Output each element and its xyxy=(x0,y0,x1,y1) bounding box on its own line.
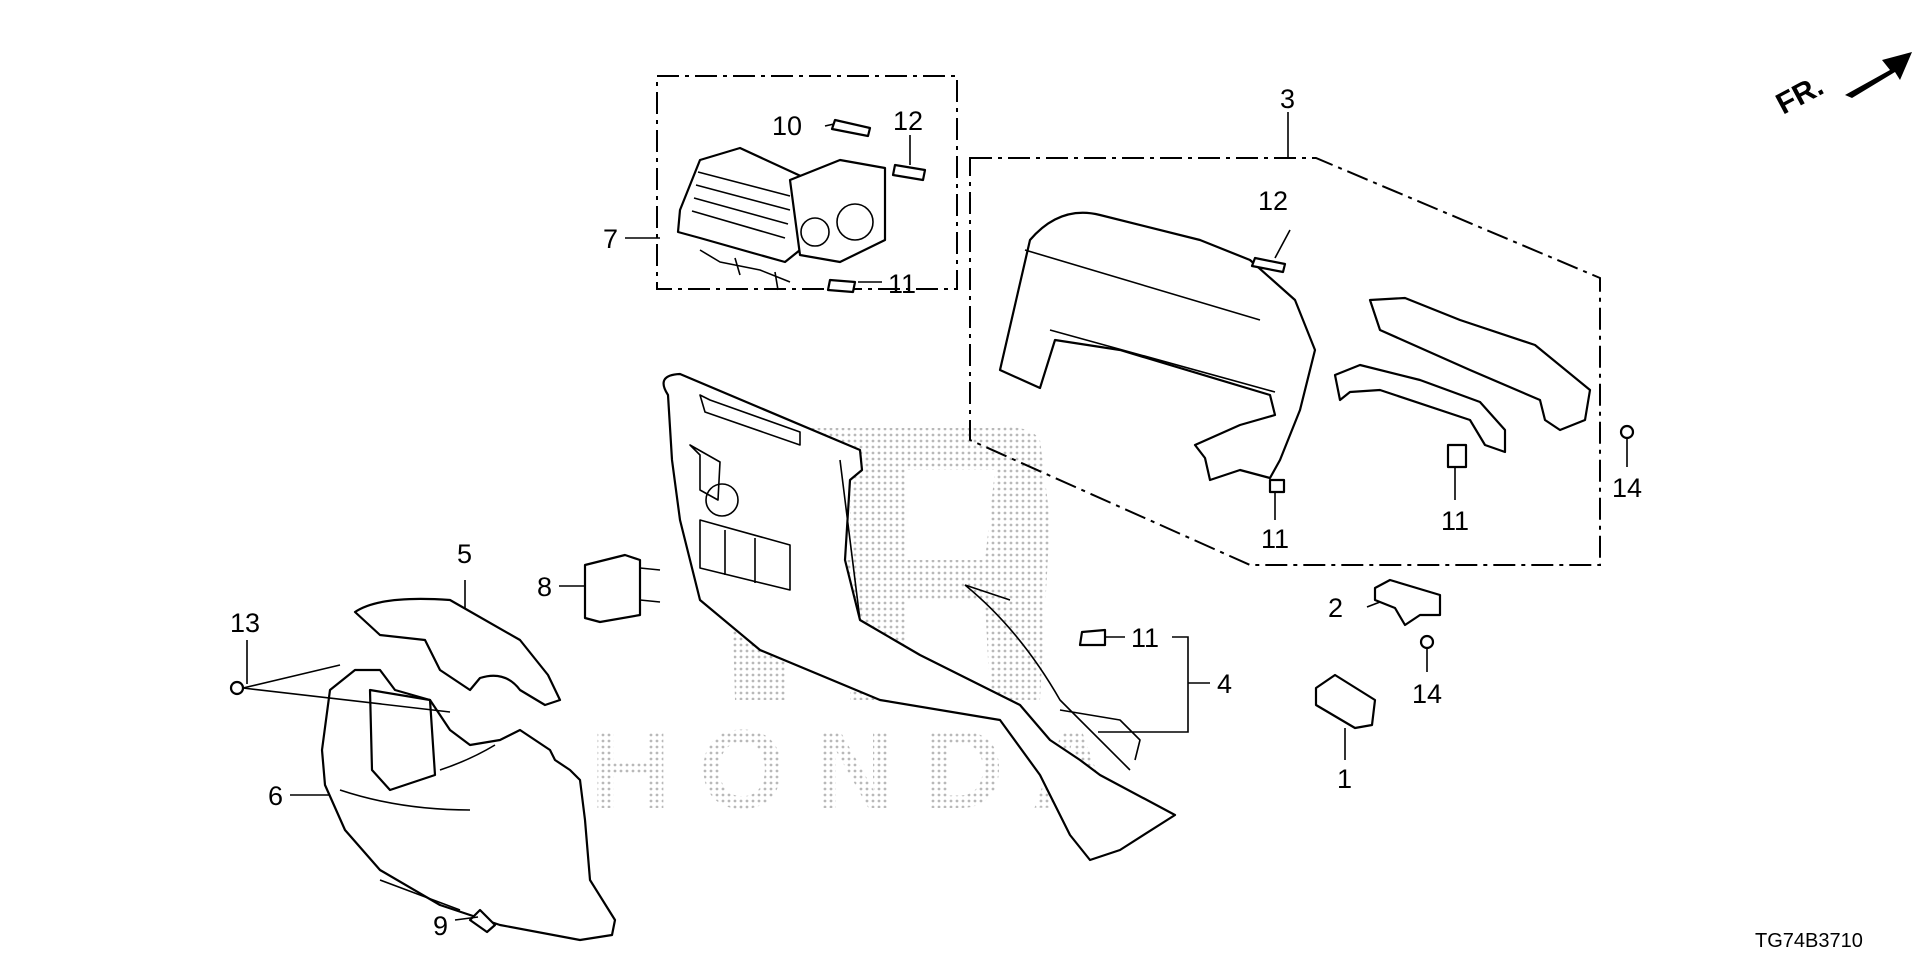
part-11-clip-d xyxy=(1446,443,1468,469)
part-12-clip-b xyxy=(1250,256,1287,274)
front-label: FR. xyxy=(1771,69,1829,121)
callout-12-b: 12 xyxy=(1258,186,1288,216)
part-3-meter-visor xyxy=(998,211,1317,482)
part-14-screw-b xyxy=(1419,634,1435,650)
meter-group-box xyxy=(969,157,1601,566)
part-6-column-cover-lower xyxy=(320,668,617,942)
part-8-bracket xyxy=(583,553,661,624)
callout-2: 2 xyxy=(1328,593,1343,623)
callout-1: 1 xyxy=(1337,764,1352,794)
part-13-screw xyxy=(229,680,245,696)
part-2-switch xyxy=(1373,578,1442,627)
callout-7: 7 xyxy=(603,224,618,254)
callout-4: 4 xyxy=(1217,669,1232,699)
part-14-screw-a xyxy=(1619,424,1635,440)
callout-11-d: 11 xyxy=(1441,506,1469,536)
part-3-lower-trim xyxy=(1333,363,1507,454)
callout-13: 13 xyxy=(230,608,260,638)
part-7-air-vent xyxy=(676,146,887,291)
callout-14-a: 14 xyxy=(1612,473,1642,503)
part-9-screw xyxy=(468,908,497,934)
part-12-clip-a xyxy=(891,163,927,182)
callout-3: 3 xyxy=(1280,84,1295,114)
part-11-clip-a xyxy=(826,278,857,294)
callout-14-b: 14 xyxy=(1412,679,1442,709)
front-indicator: FR. xyxy=(1771,52,1912,121)
diagram-code: TG74B3710 xyxy=(1755,930,1863,952)
callout-11-b: 11 xyxy=(1131,623,1159,653)
callout-6: 6 xyxy=(268,781,283,811)
part-11-clip-c xyxy=(1268,478,1286,494)
vent-group-box xyxy=(656,75,958,290)
part-3-upper-trim xyxy=(1368,296,1592,432)
callout-5: 5 xyxy=(457,539,472,569)
callout-12-a: 12 xyxy=(893,106,923,136)
part-4-dashboard-panel xyxy=(662,372,1177,862)
part-10-clip xyxy=(830,118,872,138)
leader-lines xyxy=(242,112,1628,921)
callout-11-a: 11 xyxy=(888,269,916,299)
part-5-column-cover-upper xyxy=(353,597,562,707)
callout-9: 9 xyxy=(433,911,448,941)
callout-8: 8 xyxy=(537,572,552,602)
callout-11-c: 11 xyxy=(1261,524,1289,554)
callout-10: 10 xyxy=(772,111,802,141)
front-arrow-icon xyxy=(1845,52,1912,98)
part-1-switch xyxy=(1314,673,1377,730)
honda-h-logo-icon xyxy=(730,427,1050,700)
callout-labels: 1 2 3 4 5 6 7 8 9 10 11 11 11 11 12 12 1… xyxy=(230,84,1642,941)
part-11-clip-b xyxy=(1078,628,1107,647)
